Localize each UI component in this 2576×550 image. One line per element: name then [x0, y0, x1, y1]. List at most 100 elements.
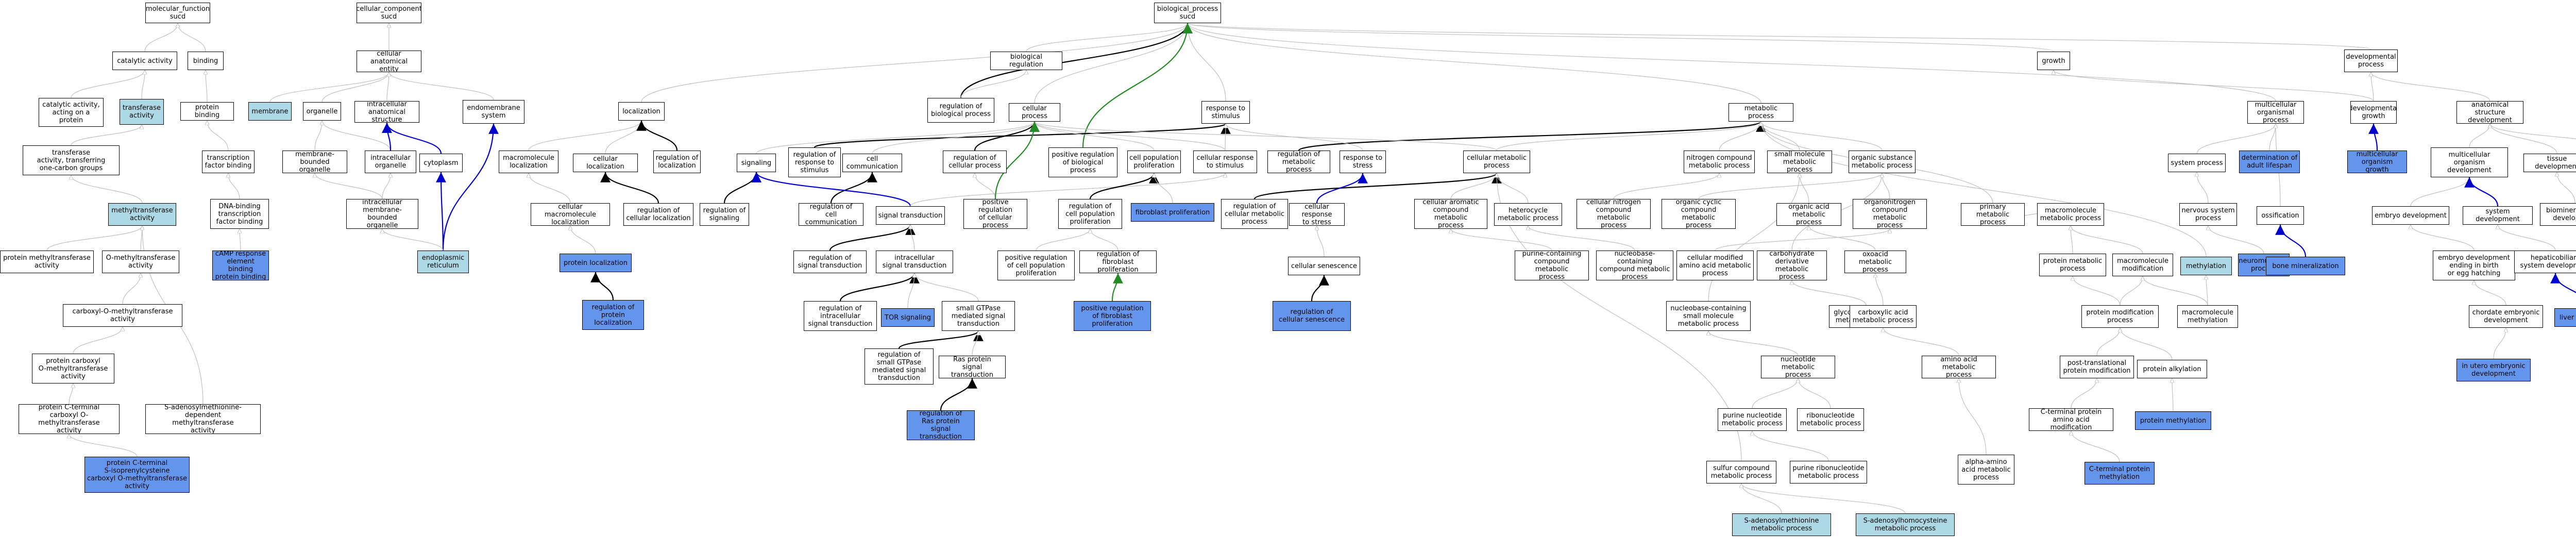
edge-biolreg-to-bp — [1026, 23, 1188, 52]
edge-protmod-to-protmet — [2073, 276, 2121, 306]
edge-regfibro-to-regcellpop — [1090, 228, 1118, 251]
node-regras: regulation of Ras protein signal transdu… — [907, 410, 975, 440]
node-heterocycle: heterocycle metabolic process — [1494, 203, 1562, 226]
edge-protcarboxyl-to-carboxylomethyl — [73, 326, 123, 354]
edge-er-to-intramembound — [382, 228, 444, 251]
edge-aamet-to-carboxacid — [1883, 327, 1959, 356]
edge-animalorg-to-anatdev — [2490, 123, 2576, 139]
node-protmod: protein modification process — [2081, 305, 2159, 328]
edge-posttrans-to-protmod — [2096, 327, 2120, 356]
node-macromod: macromolecule modification — [2112, 254, 2173, 276]
node-regresp: regulation of response to stimulus — [788, 147, 841, 177]
edge-biomintissue-to-tissuedev — [2557, 172, 2575, 204]
edge-sysdev-to-mcdev — [2464, 177, 2499, 207]
edge-signaling-to-cellproc — [756, 121, 1035, 154]
node-metproc: metabolic process — [1728, 103, 1793, 122]
node-oxoacid: oxoacid metabolic process — [1844, 251, 1906, 273]
node-inutero: in utero embryonic development — [2456, 359, 2531, 381]
edge-protmet-to-macromet — [2071, 226, 2073, 254]
node-membound: membrane-bounded organelle — [282, 151, 347, 173]
node-primmet: primary metabolic process — [1961, 203, 2025, 226]
edge-tissuedev-to-anatdev — [2490, 123, 2557, 154]
node-regcellmet: regulation of cellular metabolic process — [1221, 199, 1288, 229]
edge-systemproc-to-mcorg — [2196, 123, 2276, 154]
edge-carboxylomethyl-to-omethyltrans — [122, 273, 141, 305]
edge-metproc-to-bp — [1188, 23, 1761, 104]
node-ntcsmall: nucleobase-containing small molecule met… — [1666, 301, 1751, 331]
node-mcgrowth: multicellular organism growth — [2347, 151, 2407, 173]
node-mcdev: multicellular organism development — [2431, 147, 2508, 177]
edge-protcs-to-protcterm — [69, 434, 138, 457]
edge-intrasig-to-sigtrans — [910, 225, 915, 251]
node-tfbind: transcription factor binding — [202, 151, 255, 173]
edge-mcdev-to-anatdev — [2469, 123, 2490, 148]
edge-ribonuc-to-nucleotide — [1798, 378, 1831, 409]
node-sahc: S-adenosylhomocysteine metabolic process — [1856, 513, 1955, 536]
node-posregbp: positive regulation of biological proces… — [1048, 147, 1117, 177]
node-transf_1c: transferase activity, transferring one-c… — [23, 145, 120, 175]
edge-regprotloc-to-protloc — [590, 272, 614, 301]
edge-posregprolif-to-regcellpop — [1036, 228, 1090, 251]
edge-purinenuc-to-nucleotide — [1752, 378, 1798, 409]
edge-regsmallgtp-to-smallgtpase — [898, 330, 984, 349]
edge-transferase-to-cat — [141, 70, 145, 99]
node-orgsub: organic substance metabolic process — [1849, 151, 1916, 173]
node-cellproc: cellular process — [1009, 103, 1060, 122]
node-purineribo: purine ribonucleotide metabolic process — [1790, 461, 1867, 484]
edge-macroloc-to-localization — [528, 120, 641, 151]
edge-sulfur-to-cellmet — [1497, 173, 1742, 461]
node-carboxacid: carboxylic acid metabolic process — [1850, 305, 1917, 328]
edge-regcellpop-to-cellpopprolif — [1089, 173, 1159, 199]
edge-carboxacid-to-oxoacid — [1875, 273, 1884, 306]
edge-inutero-to-chordate — [2493, 328, 2506, 359]
edge-protcterm-to-protcarboxyl — [69, 384, 73, 405]
edge-hepato-to-sysdev — [2498, 224, 2556, 251]
edge-ntcsmall-to-smallmol — [1708, 173, 1800, 302]
edge-protmod-to-macromod — [2120, 276, 2143, 306]
edge-devgrowth-to-growth — [2054, 70, 2374, 102]
node-embryodev: embryo development — [2372, 206, 2449, 225]
node-regfibro: regulation of fibroblast proliferation — [1079, 251, 1157, 273]
node-cellmodaa: cellular modified amino acid metabolic p… — [1676, 251, 1754, 280]
node-smallgtpase: small GTPase mediated signal transductio… — [942, 301, 1015, 331]
node-organelle: organelle — [303, 102, 341, 121]
edge-protmethylation-to-protalk — [2172, 378, 2173, 412]
edge-detlifespan-to-mcorg — [2269, 124, 2276, 151]
edge-cellmet-to-cellproc — [1035, 121, 1497, 151]
edge-localization-to-bp — [641, 23, 1188, 103]
node-ossification: ossification — [2257, 206, 2304, 225]
node-orgcyclic: organic cyclic compound metabolic proces… — [1662, 199, 1736, 229]
edge-sigtrans-to-signaling — [751, 172, 911, 207]
edge-ras-to-smallgtpase — [972, 331, 978, 356]
node-fibroprolif: fibroblast proliferation — [1131, 203, 1214, 222]
edge-posregfibro-to-regfibro — [1111, 273, 1123, 302]
node-protmethylation: protein methylation — [2135, 411, 2211, 430]
node-hepato: hepaticobiliary system development — [2514, 251, 2576, 273]
edge-oxoacid-to-orgacid — [1809, 225, 1876, 251]
edge-fibroprolif-to-cellpopprolif — [1154, 173, 1173, 204]
edge-cellpopprolif-to-cellproc — [1035, 121, 1155, 151]
node-sysdev: system development — [2463, 206, 2533, 225]
edge-embryodev-to-mcdev — [2410, 177, 2469, 207]
node-cellresp: cellular response to stimulus — [1193, 151, 1257, 173]
node-protloc: protein localization — [560, 254, 632, 272]
node-signaling: signaling — [737, 154, 776, 172]
edge-posregbp-to-bp — [1082, 23, 1193, 148]
node-protmet: protein metabolic process — [2039, 254, 2106, 276]
edge-regsig-to-signaling — [723, 172, 761, 204]
node-mcorg: multicellular organismal process — [2247, 101, 2304, 124]
edge-ncomp-to-metproc — [1719, 121, 1761, 151]
node-purinecont: purine-containing compound metabolic pro… — [1515, 251, 1589, 280]
node-regbp: regulation of biological process — [927, 98, 994, 123]
edge-tfbind-to-protbind — [207, 121, 229, 151]
edge-tor-to-intrasig — [907, 273, 914, 309]
node-regcellproc: regulation of cellular process — [943, 151, 1007, 173]
node-posregcell: positive regulation of cellular process — [963, 199, 1027, 229]
edge-regcellmet-to-cellmet — [1253, 172, 1502, 200]
node-tor: TOR signaling — [881, 308, 935, 327]
node-nucleotide: nucleotide metabolic process — [1761, 356, 1835, 378]
node-macromethyl: macromolecule methylation — [2177, 305, 2238, 328]
node-protmethyltrans: protein methyltransferase activity — [0, 251, 94, 273]
